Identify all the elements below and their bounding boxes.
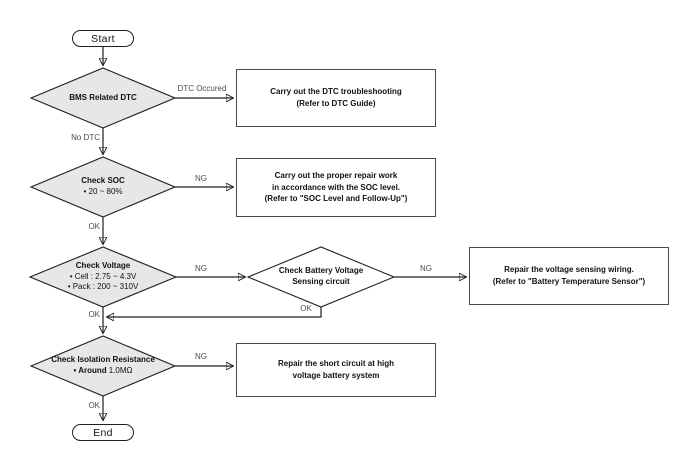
- edge-label-sensing-ok: OK: [300, 304, 312, 313]
- edge-sensing-ok-return: [107, 307, 322, 317]
- edge-label-no-dtc: No DTC: [71, 133, 100, 142]
- edge-label-soc-ok: OK: [88, 222, 100, 231]
- decision-check-voltage-shape: [28, 246, 178, 308]
- start-terminal: Start: [72, 30, 134, 47]
- box-soc-repair-line1: Carry out the proper repair work: [274, 171, 398, 181]
- decision-check-isolation-shape: [29, 335, 177, 397]
- decision-check-sensing-shape: [246, 246, 396, 308]
- box-isolation-repair: Repair the short circuit at high voltage…: [236, 343, 436, 397]
- edge-label-voltage-ok: OK: [88, 310, 100, 319]
- start-label: Start: [91, 32, 115, 45]
- decision-check-soc-shape: [29, 156, 177, 218]
- box-sensing-repair: Repair the voltage sensing wiring. (Refe…: [469, 247, 669, 305]
- box-dtc-troubleshooting-line1: Carry out the DTC troubleshooting: [270, 87, 402, 97]
- edge-label-dtc-occured: DTC Occured: [177, 84, 227, 93]
- edge-label-isolation-ok: OK: [88, 401, 100, 410]
- box-sensing-repair-line1: Repair the voltage sensing wiring.: [504, 265, 634, 275]
- end-label: End: [93, 426, 113, 439]
- edge-label-isolation-ng: NG: [195, 352, 207, 361]
- box-isolation-repair-line2: voltage battery system: [292, 371, 380, 380]
- edge-label-soc-ng: NG: [195, 174, 207, 183]
- box-soc-repair: Carry out the proper repair work in acco…: [236, 158, 436, 217]
- box-dtc-troubleshooting: Carry out the DTC troubleshooting (Refer…: [236, 69, 436, 127]
- edge-label-sensing-ng: NG: [420, 264, 432, 273]
- box-isolation-repair-line1: Repair the short circuit at high: [277, 359, 394, 369]
- box-dtc-troubleshooting-line2: (Refer to DTC Guide): [296, 99, 376, 108]
- box-sensing-repair-line2: (Refer to "Battery Temperature Sensor"): [492, 277, 646, 286]
- box-soc-repair-line3: (Refer to "SOC Level and Follow-Up"): [264, 194, 408, 204]
- end-terminal: End: [72, 424, 134, 441]
- decision-bms-dtc-shape: [29, 67, 177, 129]
- box-soc-repair-line2: in accordance with the SOC level.: [271, 182, 401, 192]
- edge-label-voltage-ng: NG: [195, 264, 207, 273]
